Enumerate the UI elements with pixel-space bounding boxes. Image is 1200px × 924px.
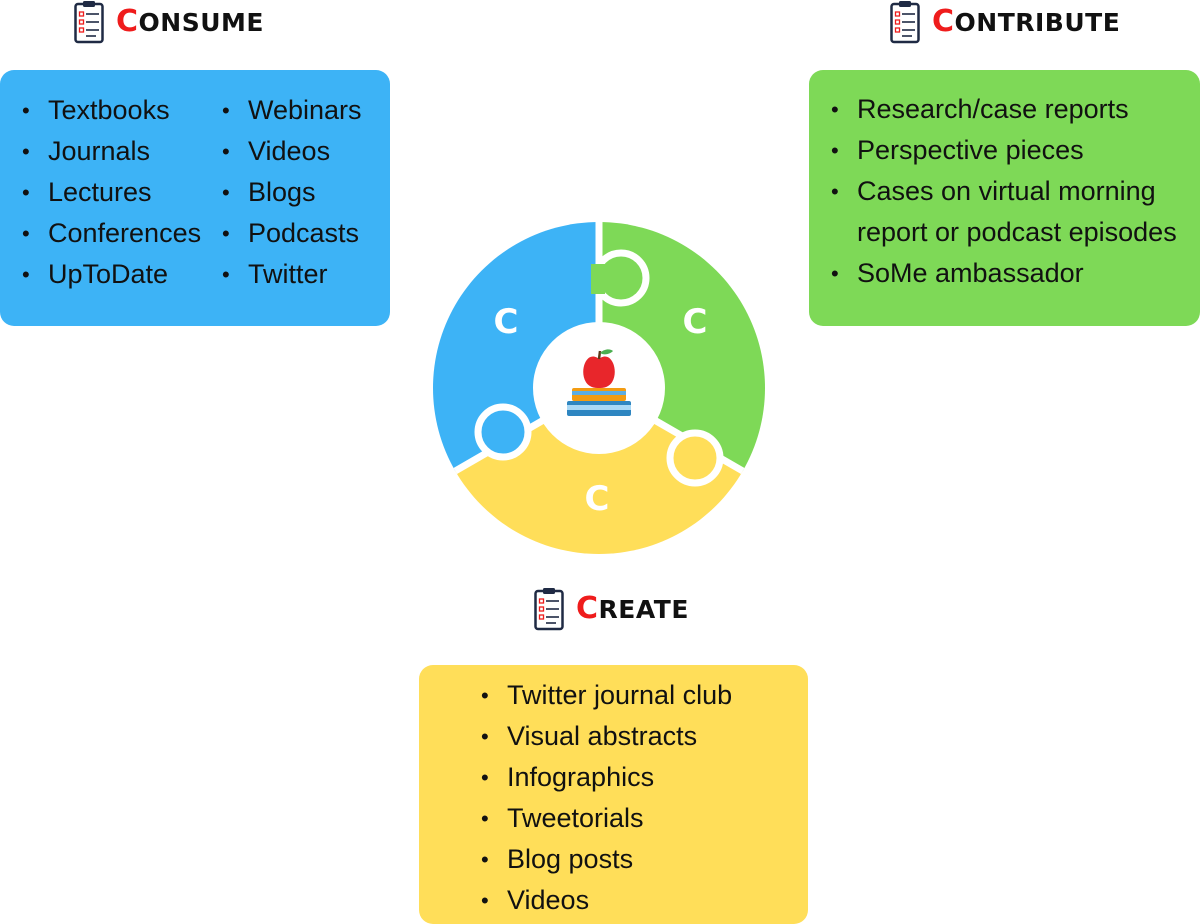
create-heading: CREATE — [534, 587, 689, 631]
create-title: CREATE — [576, 591, 689, 626]
list-item: Podcasts — [222, 213, 362, 254]
list-item: Perspective pieces — [831, 130, 1200, 171]
clipboard-checklist-icon — [534, 588, 564, 631]
consume-list-col1: Textbooks Journals Lectures Conferences … — [22, 90, 222, 326]
apple-on-books-icon — [567, 349, 631, 416]
consume-heading: CONSUME — [74, 0, 264, 44]
list-item: Twitter journal club — [481, 675, 808, 716]
consume-list-col2: Webinars Videos Blogs Podcasts Twitter — [222, 90, 362, 326]
list-item: Visual abstracts — [481, 716, 808, 757]
puzzle-piece-create — [455, 388, 743, 554]
contribute-list: Research/case reports Perspective pieces… — [831, 89, 1200, 294]
list-item: Blogs — [222, 172, 362, 213]
list-item: Videos — [481, 880, 808, 921]
list-item: UpToDate — [22, 254, 222, 295]
contribute-title: CONTRIBUTE — [932, 4, 1121, 39]
list-item: Textbooks — [22, 90, 222, 131]
list-item: Blog posts — [481, 839, 808, 880]
clipboard-checklist-icon — [74, 1, 104, 44]
list-item: Tweetorials — [481, 798, 808, 839]
list-item: Cases on virtual morning report or podca… — [831, 171, 1200, 253]
consume-box: Textbooks Journals Lectures Conferences … — [0, 70, 390, 326]
list-item: Infographics — [481, 757, 808, 798]
create-box: Twitter journal club Visual abstracts In… — [419, 665, 808, 924]
list-item: Lectures — [22, 172, 222, 213]
piece-label-consume: C — [493, 302, 519, 342]
puzzle-ring — [433, 222, 765, 554]
list-item: Twitter — [222, 254, 362, 295]
create-list: Twitter journal club Visual abstracts In… — [481, 675, 808, 921]
contribute-heading: CONTRIBUTE — [890, 0, 1120, 44]
contribute-box: Research/case reports Perspective pieces… — [809, 70, 1200, 326]
list-item: Research/case reports — [831, 89, 1200, 130]
clipboard-checklist-icon — [890, 1, 920, 44]
consume-title: CONSUME — [116, 4, 264, 39]
list-item: Videos — [222, 131, 362, 172]
list-item: SoMe ambassador — [831, 253, 1200, 294]
piece-label-contribute: C — [682, 302, 708, 342]
list-item: Webinars — [222, 90, 362, 131]
piece-label-create: C — [584, 479, 610, 519]
list-item: Journals — [22, 131, 222, 172]
list-item: Conferences — [22, 213, 222, 254]
